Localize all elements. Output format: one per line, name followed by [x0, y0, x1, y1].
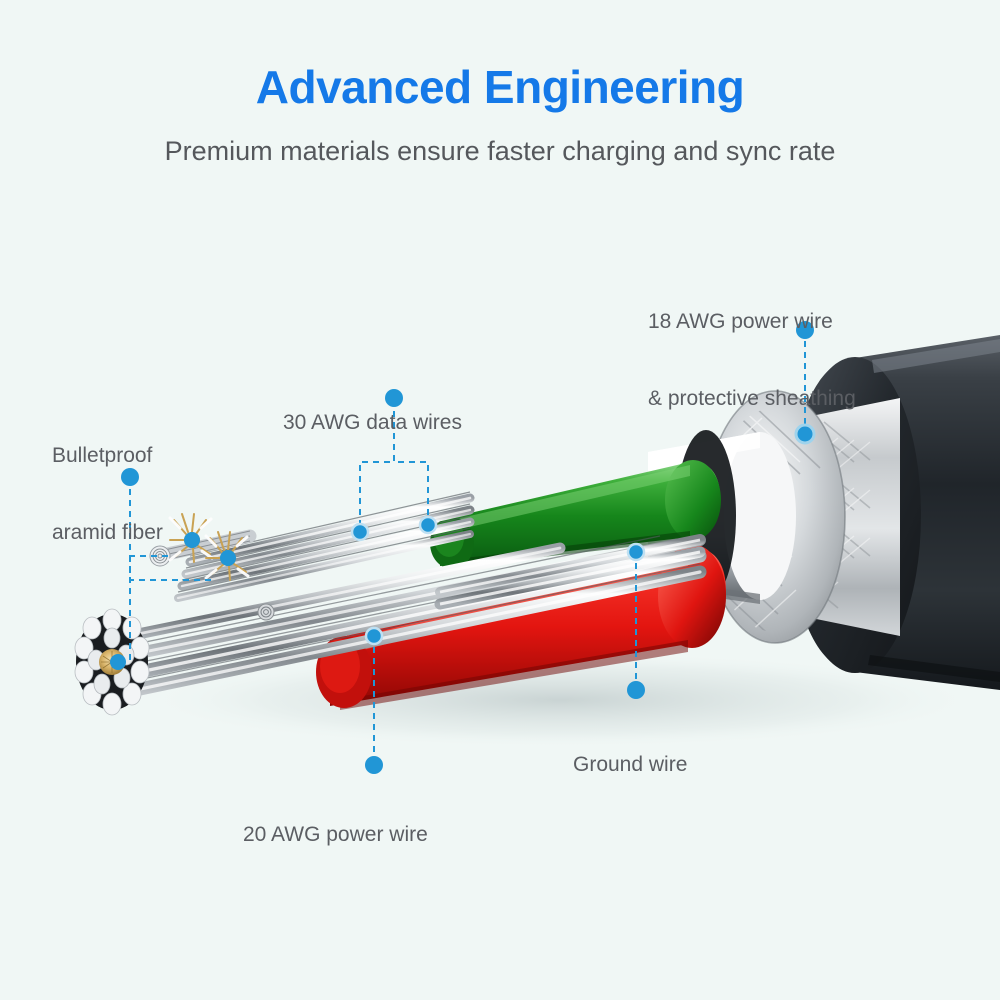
- callout-sheathing-line-2: & protective sheathing: [648, 387, 856, 411]
- leader-dots: [110, 321, 816, 774]
- dot-data-target-1: [350, 522, 370, 542]
- callout-data-line-1: 30 AWG data wires: [283, 411, 462, 435]
- callout-power20-line-1: 20 AWG power wire: [243, 823, 428, 847]
- dot-aramid-target-1: [184, 532, 200, 548]
- dot-ground-target: [626, 542, 646, 562]
- ground-wire-strand: [434, 535, 706, 610]
- dot-power20-target: [364, 626, 384, 646]
- dot-sheathing-label: [796, 321, 814, 339]
- leader-aramid-3: [129, 556, 215, 581]
- leader-lines: [129, 330, 806, 765]
- callout-label-aramid-fiber: Bulletproof aramid fiber: [52, 392, 163, 597]
- callout-label-data-wires: 30 AWG data wires: [283, 359, 462, 487]
- callout-ground-line-1: Ground wire: [573, 753, 688, 777]
- callout-aramid-line-1: Bulletproof: [52, 444, 153, 468]
- leader-data-2: [393, 400, 429, 524]
- dot-power20-label: [365, 756, 383, 774]
- dot-sheathing-target: [794, 423, 816, 445]
- dot-aramid-target-2: [220, 550, 236, 566]
- dot-ground-label: [627, 681, 645, 699]
- callout-sheathing-line-1: 18 AWG power wire: [648, 310, 833, 334]
- callout-label-sheathing: 18 AWG power wire & protective sheathing: [648, 258, 856, 463]
- callout-label-power-wire-20: 20 AWG power wire: [243, 771, 428, 899]
- dot-data-label: [385, 389, 403, 407]
- leader-data-1: [359, 400, 395, 530]
- strand-detail-marker: [257, 603, 275, 621]
- callout-aramid-line-2: aramid fiber: [52, 521, 163, 545]
- callout-label-ground-wire: Ground wire: [573, 701, 687, 829]
- dot-aramid-target-core: [110, 654, 126, 670]
- dot-aramid-label: [121, 468, 139, 486]
- aramid-fiber-bundle: [149, 513, 257, 581]
- dot-data-target-2: [418, 515, 438, 535]
